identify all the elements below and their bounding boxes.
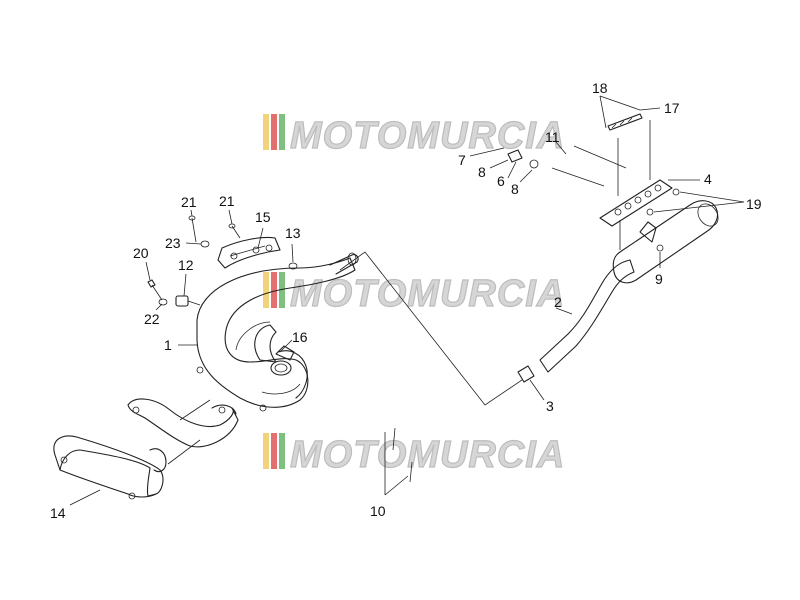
- label-11: 11: [545, 129, 560, 145]
- leader-lines: [69, 95, 745, 506]
- label-16: 16: [292, 329, 308, 345]
- heat-shield: [53, 398, 239, 500]
- label-6: 6: [497, 173, 505, 189]
- label-17: 17: [664, 100, 680, 116]
- label-19: 19: [746, 196, 762, 212]
- label-2: 2: [554, 294, 562, 310]
- watermark-text: MOTOMURCIA: [290, 273, 565, 315]
- watermark-middle: MOTOMURCIA: [263, 272, 565, 316]
- label-3: 3: [546, 398, 554, 414]
- label-22: 22: [144, 311, 160, 327]
- label-13: 13: [285, 225, 301, 241]
- part-labels: 1 2 3 4 6 7 8 8 9 10 11 12 13 14 15 16 1…: [50, 80, 762, 521]
- label-15: 15: [255, 209, 271, 225]
- label-9: 9: [655, 271, 663, 287]
- screws-10: [392, 427, 413, 483]
- silencer-assembly: [507, 113, 719, 383]
- label-14: 14: [50, 505, 66, 521]
- label-20: 20: [133, 245, 149, 261]
- label-21: 21: [181, 194, 197, 210]
- mounting-bracket: [217, 236, 281, 269]
- watermark-bottom: MOTOMURCIA: [263, 433, 565, 477]
- label-1: 1: [164, 337, 172, 353]
- exhaust-expansion-chamber: [196, 252, 359, 412]
- label-21: 21: [219, 193, 235, 209]
- label-12: 12: [178, 257, 194, 273]
- label-8: 8: [478, 164, 486, 180]
- label-10: 10: [370, 503, 386, 519]
- watermark-text: MOTOMURCIA: [290, 434, 565, 476]
- label-7: 7: [458, 152, 466, 168]
- label-4: 4: [704, 171, 712, 187]
- label-18: 18: [592, 80, 608, 96]
- watermark-text: MOTOMURCIA: [290, 115, 565, 157]
- label-8: 8: [511, 181, 519, 197]
- label-23: 23: [165, 235, 181, 251]
- watermark-top: MOTOMURCIA: [263, 114, 565, 158]
